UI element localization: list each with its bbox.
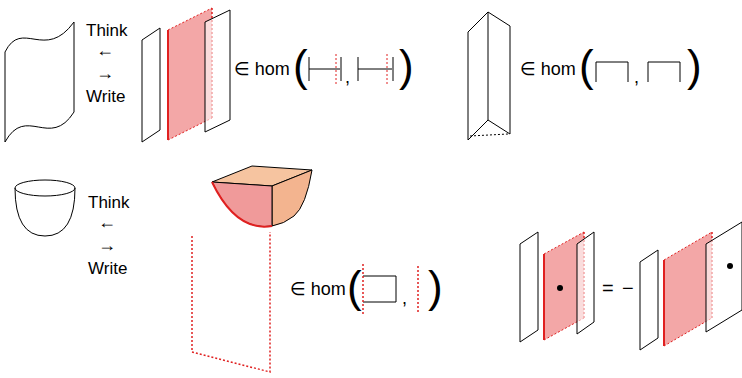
hom-label: ∈ hom — [234, 60, 290, 78]
arrow-symbol: ← — [98, 213, 116, 231]
sheet — [640, 250, 658, 350]
arrow-caption: Write — [88, 260, 127, 277]
trough-side — [272, 170, 312, 226]
sheet — [520, 232, 538, 342]
hom-label: ∈ hom — [520, 60, 576, 78]
bowl — [15, 188, 75, 236]
parenthesis: ( — [293, 44, 308, 88]
arrow-caption: Think — [86, 22, 128, 39]
seam-line — [167, 30, 169, 140]
sheet — [205, 10, 230, 132]
arrow-symbol: → — [96, 64, 114, 82]
comma: , — [402, 289, 407, 307]
dot — [727, 263, 733, 269]
dot — [557, 285, 563, 291]
arrow-caption: Write — [86, 88, 125, 105]
hom-label: ∈ hom — [290, 280, 346, 298]
parenthesis: ( — [579, 44, 594, 88]
minus-sign: − — [622, 278, 634, 298]
cap-frame — [192, 232, 270, 372]
trough-front — [212, 182, 272, 227]
illustration-strokes — [5, 8, 742, 372]
arrow-symbol: ← — [96, 41, 114, 59]
sheet — [706, 222, 742, 332]
sheet — [142, 28, 160, 142]
bowl — [15, 180, 75, 196]
sheet — [468, 12, 488, 140]
comma: , — [345, 68, 350, 86]
wavy-sheet — [5, 22, 74, 142]
parenthesis: ) — [687, 44, 702, 88]
comma: , — [634, 68, 639, 86]
arrow-symbol: → — [98, 236, 116, 254]
sheet — [488, 12, 510, 134]
sheet — [577, 232, 594, 334]
parenthesis: ) — [399, 44, 414, 88]
equals-sign: = — [602, 278, 614, 298]
parenthesis: ( — [347, 265, 362, 309]
seam-plane — [664, 232, 712, 346]
parenthesis: ) — [428, 265, 443, 309]
seam-line — [212, 182, 272, 227]
arrow-caption: Think — [88, 194, 130, 211]
